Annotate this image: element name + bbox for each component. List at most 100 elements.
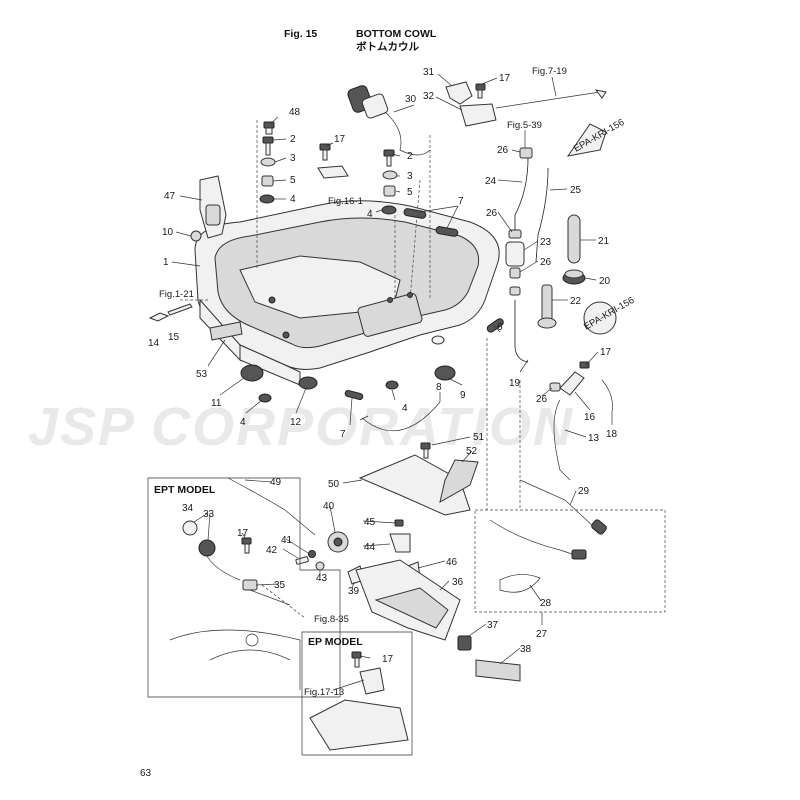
callout-3a: 3 [290,153,296,164]
callout-51: 51 [473,432,485,443]
callout-21: 21 [598,236,610,247]
kit-27-box [474,509,666,613]
harness-29 [519,479,596,529]
clamp-26-lower [549,382,561,392]
bolt-17-top [475,83,486,91]
switch-16 [559,371,585,396]
callout-4d: 4 [367,209,373,220]
callout-44: 44 [364,542,376,553]
callout-26c: 26 [540,257,552,268]
fig-number: Fig. 15 [284,28,317,40]
ref-fig-1-21: Fig.1-21 [159,289,194,300]
callout-25: 25 [570,185,582,196]
callout-7b: 7 [340,429,346,440]
bracket-44 [389,533,411,553]
callout-17e: 17 [382,654,394,665]
callout-17c: 17 [600,347,612,358]
cable-18 [601,379,613,413]
bottom-cowl-assembly [194,200,500,386]
handle-8 [361,401,441,432]
callout-30: 30 [405,94,417,105]
page-number: 63 [140,768,152,779]
callout-13: 13 [588,433,600,444]
nut-43 [315,561,325,571]
callout-4a: 4 [290,194,296,205]
ref-fig-5-39: Fig.5-39 [507,120,542,131]
callout-52: 52 [466,446,478,457]
clip-31 [445,81,473,105]
grommet-10 [190,230,202,242]
page-title: BOTTOM COWL [356,28,437,40]
callout-35: 35 [274,580,286,591]
cable-fig-7-19 [495,91,601,109]
callout-48: 48 [289,107,301,118]
seal-7-a [403,208,427,219]
callout-2b: 2 [407,151,413,162]
callout-26b: 26 [486,208,498,219]
callout-49: 49 [270,477,282,488]
watermark: JSP CORPORATION [28,397,574,457]
callout-34: 34 [182,503,194,514]
callout-38: 38 [520,644,532,655]
callout-2a: 2 [290,134,296,145]
callout-43: 43 [316,573,328,584]
callout-6: 6 [497,322,503,333]
ref-fig-8-35: Fig.8-35 [314,614,349,625]
callout-5a: 5 [290,175,296,186]
callout-10: 10 [162,227,174,238]
callout-33: 33 [203,509,215,520]
ep-model-title: EP MODEL [308,636,363,648]
pin-14 [148,312,170,322]
cable-13 [553,399,571,481]
label-plate-53 [209,321,243,341]
callout-32: 32 [423,91,435,102]
bracket-32 [459,103,497,127]
ept-model-title: EPT MODEL [154,484,216,496]
callout-17d: 17 [237,528,249,539]
callout-42: 42 [266,545,278,556]
ep-parts [309,651,409,751]
seal-52 [439,459,479,503]
leader-lines [171,73,613,691]
seal-7-b [435,226,459,237]
callout-17b: 17 [499,73,511,84]
callout-26a: 26 [497,145,509,156]
plug-9 [434,365,456,381]
callout-5b: 5 [407,187,413,198]
callout-26d: 26 [536,394,548,405]
callout-11: 11 [211,398,222,409]
bolt-51 [420,442,431,450]
screw-42 [295,556,309,565]
callout-28: 28 [540,598,552,609]
ref-fig-7-19: Fig.7-19 [532,66,567,77]
grommet-4-b [385,380,399,390]
latch-lever [199,175,227,239]
rod-15 [167,303,193,316]
callout-4c: 4 [402,403,408,414]
ref-fig-16-1: Fig.16-1 [328,196,363,207]
callout-46: 46 [446,557,458,568]
ref-fig-17-13: Fig.17-13 [304,687,344,698]
callout-17a: 17 [334,134,346,145]
callout-1: 1 [163,257,169,268]
callout-50: 50 [328,479,340,490]
callout-numbers: 48 2 3 5 4 47 10 1 Fig.1-21 14 15 53 11 … [148,66,618,698]
epa-tag-bottom: EPA-KRI-156 [582,295,636,335]
callout-39: 39 [348,586,360,597]
rod-49 [227,477,316,536]
callout-9: 9 [460,390,466,401]
page-title-jp: ボトムカウル [356,40,419,53]
cap-37 [457,635,472,651]
callout-41: 41 [281,535,293,546]
callout-15: 15 [168,332,180,343]
washer-41 [308,550,316,558]
callout-7a: 7 [458,196,464,207]
grip-38 [475,659,521,682]
callout-36: 36 [452,577,464,588]
callout-12: 12 [290,417,302,428]
callout-40: 40 [323,501,335,512]
callout-3b: 3 [407,171,413,182]
callout-37: 37 [487,620,499,631]
callout-53: 53 [196,369,208,380]
